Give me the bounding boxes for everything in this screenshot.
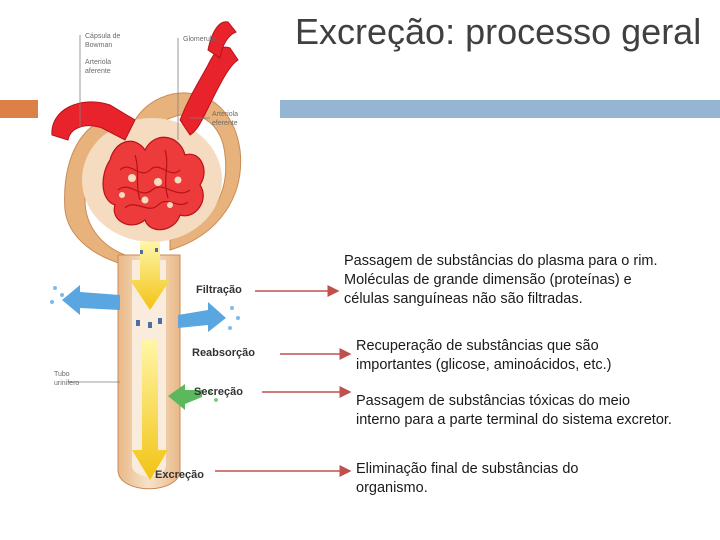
desc-filtracao: Passagem de substâncias do plasma para o… <box>344 252 674 309</box>
desc-excrecao: Eliminação final de substâncias do organ… <box>356 460 636 498</box>
desc-reabsorcao: Recuperação de substâncias que são impor… <box>356 337 656 375</box>
desc-secrecao: Passagem de substâncias tóxicas do meio … <box>356 392 676 430</box>
